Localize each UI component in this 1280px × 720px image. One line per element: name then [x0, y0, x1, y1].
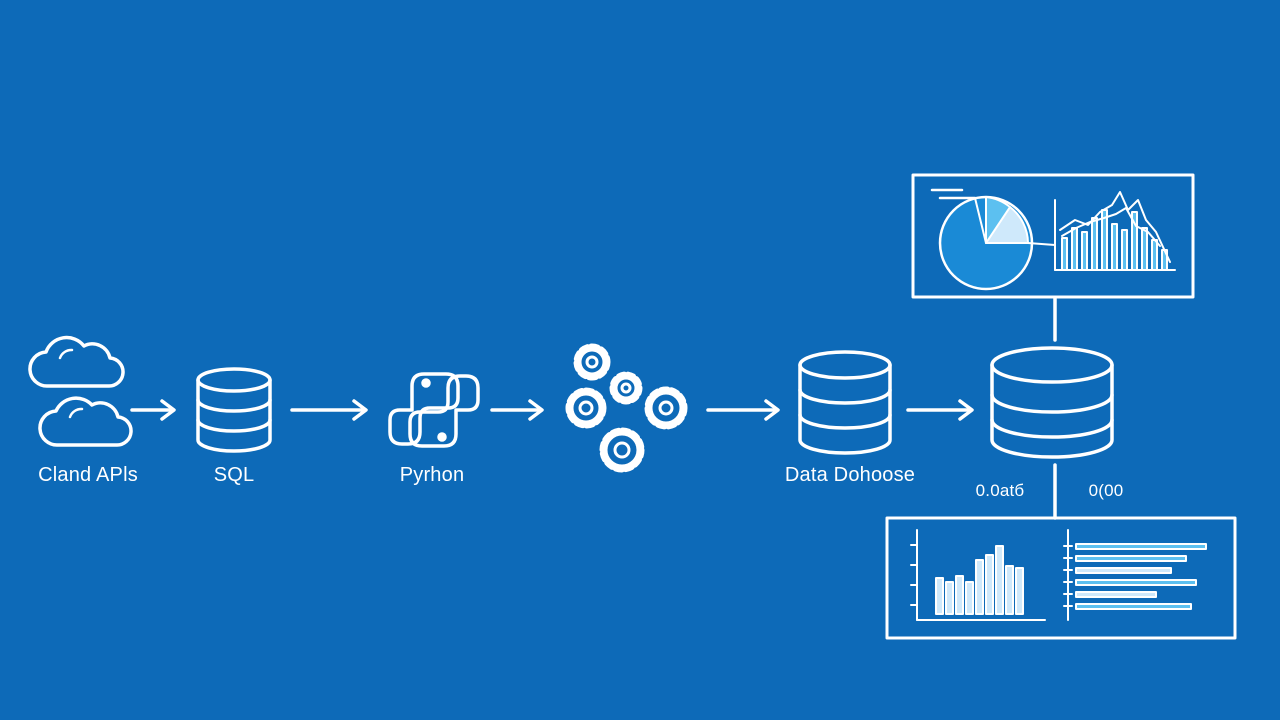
- bar-chart-icon: [910, 529, 1046, 621]
- flow-arrow: [906, 399, 974, 421]
- data-warehouse-label: Data Dohoose: [784, 464, 916, 486]
- flow-arrow: [290, 399, 368, 421]
- gears-icon: [565, 343, 688, 473]
- gear-icon: [599, 427, 645, 473]
- database-icon: [798, 350, 892, 455]
- flow-arrow: [490, 399, 544, 421]
- database-icon: [196, 367, 272, 453]
- annotation-left: 0.0atб: [975, 481, 1025, 500]
- gear-icon: [565, 387, 607, 429]
- top-dashboard: [911, 173, 1195, 299]
- gear-icon: [644, 386, 688, 430]
- sql-label: SQL: [213, 464, 255, 486]
- gear-icon: [609, 371, 643, 405]
- cloud-apis-label: Cland APls: [38, 464, 138, 486]
- flow-arrow: [130, 399, 176, 421]
- gear-icon: [573, 343, 611, 381]
- python-label: Pyrhon: [399, 464, 465, 486]
- database-icon: [990, 346, 1114, 459]
- horizontal-bar-chart-icon: [1063, 529, 1207, 621]
- flow-arrow: [706, 399, 780, 421]
- python-logo-icon: [388, 372, 480, 448]
- cloud-icon: [38, 396, 133, 447]
- pie-chart-icon: [930, 188, 1056, 291]
- annotation-right: 0(00: [1088, 481, 1124, 500]
- bottom-dashboard: [885, 516, 1237, 640]
- line-bar-chart-icon: [1054, 191, 1176, 271]
- cloud-icon: [28, 335, 125, 388]
